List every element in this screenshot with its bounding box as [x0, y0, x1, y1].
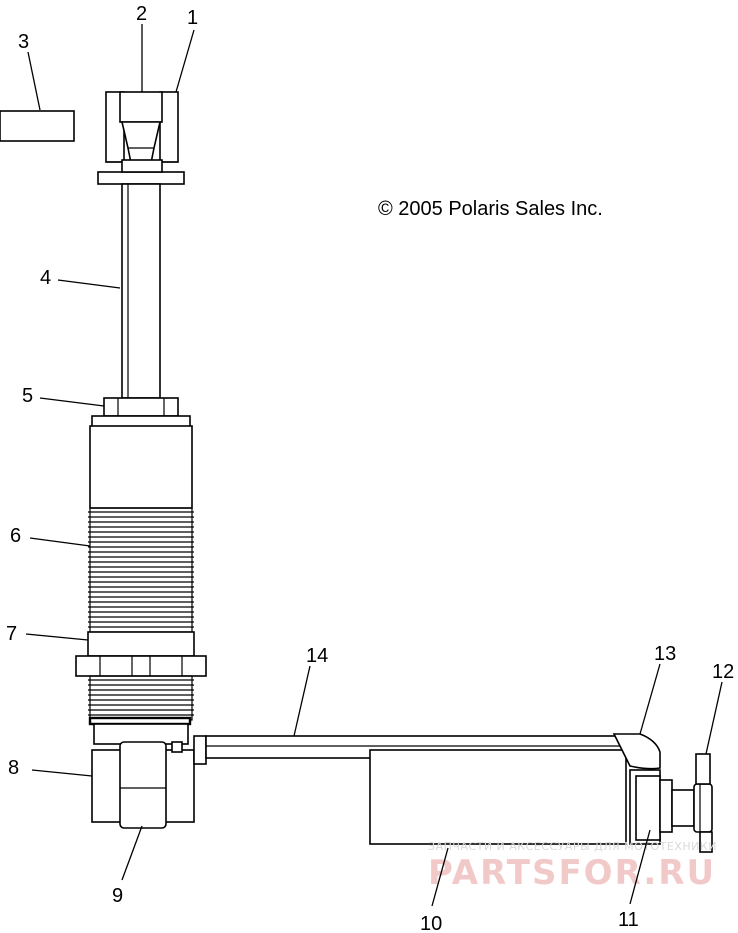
callout-9: 9 — [112, 885, 123, 907]
callout-6: 6 — [10, 525, 21, 547]
part-12-adjuster-knob — [671, 753, 713, 853]
callout-12: 12 — [712, 661, 734, 683]
callout-14: 14 — [306, 645, 328, 667]
part-13-elbow — [612, 733, 661, 770]
callout-1: 1 — [187, 7, 198, 29]
part-6-threaded-body — [88, 511, 194, 628]
callout-11: 11 — [618, 909, 639, 931]
body-lower-band — [88, 716, 192, 726]
watermark-brand: PARTSFOR.RU — [428, 853, 716, 893]
watermark-tagline: ЗАПЧАСТИ И АКСЕССУАРЫ ДЛЯ МОТОТЕХНИКИ — [428, 840, 717, 853]
shock-body — [89, 425, 193, 509]
body-lower-end — [93, 723, 189, 745]
callout-3: 3 — [18, 31, 29, 53]
callout-8: 8 — [8, 757, 19, 779]
part-4-shaft — [121, 183, 161, 399]
copyright-text: © 2005 Polaris Sales Inc. — [378, 198, 603, 220]
adjuster-lock-nut — [75, 655, 207, 677]
callout-7: 7 — [6, 623, 17, 645]
callout-10: 10 — [420, 913, 442, 933]
leader-lines — [25, 24, 723, 907]
part-1-2-top-eye — [97, 91, 185, 185]
callout-4: 4 — [40, 267, 51, 289]
lower-threads — [88, 679, 194, 716]
callout-2: 2 — [136, 3, 147, 25]
callout-13: 13 — [654, 643, 676, 665]
part-3-label-decal — [0, 110, 75, 142]
part-8-9-lower-eye — [91, 741, 195, 829]
part-5-seal-nut — [103, 397, 179, 417]
part-11-reservoir-cap — [629, 769, 673, 845]
callout-5: 5 — [22, 385, 33, 407]
lower-thread-outline — [89, 675, 193, 721]
part-7-adjuster-ring — [87, 631, 195, 657]
part-10-reservoir-label — [369, 749, 627, 845]
